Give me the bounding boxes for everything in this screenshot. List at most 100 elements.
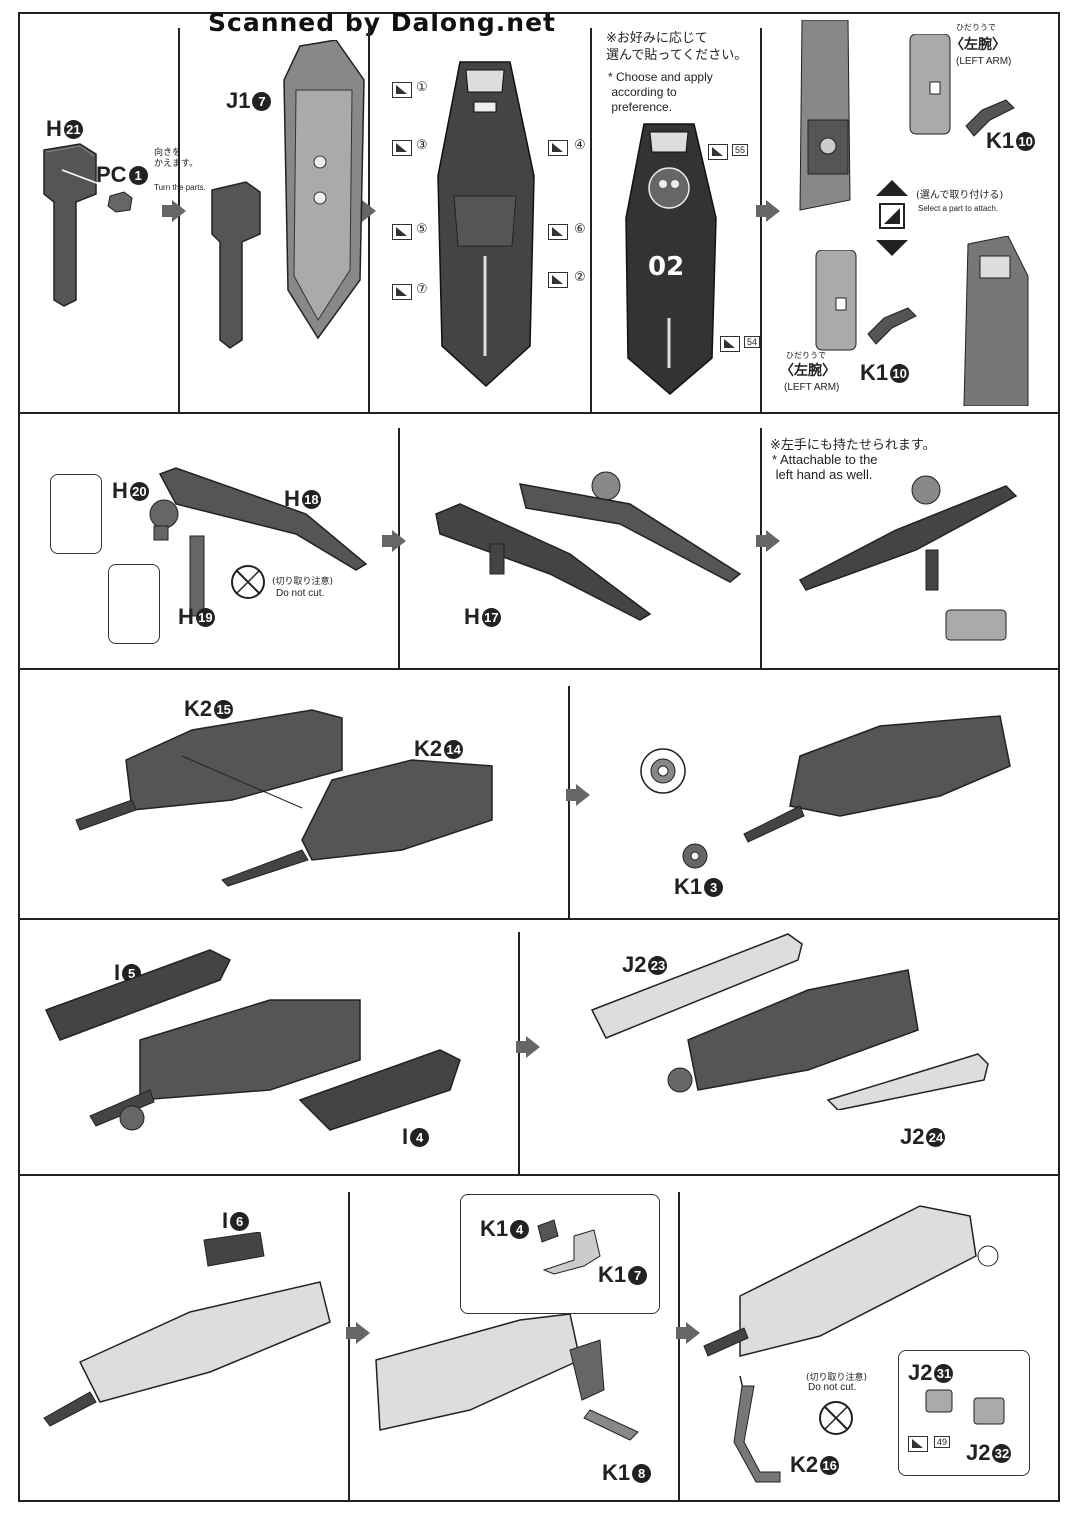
callout-k14-k17 xyxy=(460,1194,660,1314)
decal-number-49: 49 xyxy=(934,1436,951,1448)
decal-icon xyxy=(908,1436,928,1452)
cannon-panels-drawing xyxy=(590,933,989,1110)
left-arm-drawing xyxy=(909,34,951,135)
shield-side-drawing-lower xyxy=(963,236,1029,406)
do-not-cut-icon-2 xyxy=(819,1401,853,1435)
cut-warning-en-2: Do not cut. xyxy=(808,1382,857,1393)
decal-number-54: 54 xyxy=(744,336,761,348)
select-part-jp: (選んで取り付ける) xyxy=(916,190,1004,201)
cut-warning-en: Do not cut. xyxy=(276,588,325,599)
part-j231-j232-drawing xyxy=(925,1389,1005,1425)
decal-icon xyxy=(708,144,728,160)
left-arm-ruby: ひだりうで xyxy=(956,23,996,32)
cannon-assembled-drawing xyxy=(743,715,1011,843)
decal-icon xyxy=(392,140,412,156)
step-arrow xyxy=(162,200,186,222)
choose-note-en: * Choose and apply according to preferen… xyxy=(608,70,713,114)
step-arrow xyxy=(516,1036,540,1058)
callout-h20 xyxy=(50,474,102,554)
shield-side-drawing xyxy=(799,20,851,211)
part-k13-drawing xyxy=(682,843,708,869)
left-arm-drawing-lower xyxy=(815,250,857,351)
decal-number: ⑥ xyxy=(574,222,586,237)
step-row-2 xyxy=(20,414,1058,670)
shield-decaled-drawing xyxy=(625,123,717,395)
page-frame xyxy=(18,12,1060,1502)
cannon-side-parts-drawing xyxy=(44,949,461,1131)
rifle-assembly-drawing xyxy=(435,471,742,621)
decal-icon xyxy=(548,272,568,288)
scanner-watermark: Scanned by Dalong.net xyxy=(208,8,557,37)
divider xyxy=(518,932,520,1174)
left-arm-label-jp-lower: 〈左腕〉 xyxy=(780,363,836,379)
rifle-in-hand-drawing xyxy=(798,475,1018,641)
left-hand-note-en: * Attachable to the left hand as well. xyxy=(772,452,878,482)
step-arrow xyxy=(346,1322,370,1344)
step-arrow xyxy=(676,1322,700,1344)
part-j17-grip-drawing xyxy=(211,181,261,349)
step-arrow xyxy=(756,200,780,222)
cut-warning-jp: (切り取り注意) xyxy=(272,577,334,587)
divider xyxy=(348,1192,350,1500)
step-arrow xyxy=(382,530,406,552)
step-row-3 xyxy=(20,670,1058,920)
part-k216-drawing xyxy=(733,1385,781,1483)
shield-number-marking: 02 xyxy=(648,252,685,282)
left-arm-label-jp: 〈左腕〉 xyxy=(950,37,1006,53)
divider xyxy=(760,28,762,412)
do-not-cut-icon xyxy=(231,565,265,599)
part-pc1-drawing xyxy=(107,191,133,213)
divider xyxy=(568,686,570,918)
left-arm-ruby: ひだりうで xyxy=(786,351,826,360)
decal-number: ② xyxy=(574,270,586,285)
decal-icon xyxy=(720,336,740,352)
select-part-en: Select a part to attach. xyxy=(918,204,999,213)
step-arrow xyxy=(756,530,780,552)
cannon-grip-assembly-drawing xyxy=(375,1313,639,1441)
divider xyxy=(590,28,592,412)
decal-number: ③ xyxy=(416,138,428,153)
divider xyxy=(760,428,762,668)
decal-number: ① xyxy=(416,80,428,95)
polycap-detail-icon xyxy=(640,748,686,794)
decal-number-55: 55 xyxy=(732,144,749,156)
part-k14-k17-drawing xyxy=(537,1219,601,1275)
decal-icon xyxy=(548,140,568,156)
part-h21-drawing xyxy=(43,143,111,307)
cannon-with-i6-drawing xyxy=(43,1232,331,1427)
left-arm-label-en-lower: (LEFT ARM) xyxy=(784,382,840,393)
decal-number: ⑤ xyxy=(416,222,428,237)
decal-number: ④ xyxy=(574,138,586,153)
part-k110-drawing xyxy=(965,99,1015,137)
shield-front-drawing xyxy=(437,61,535,388)
rifle-top-drawing xyxy=(158,467,368,571)
decal-icon xyxy=(392,224,412,240)
decal-icon xyxy=(548,224,568,240)
step-row-4 xyxy=(20,920,1058,1176)
divider xyxy=(678,1192,680,1500)
left-hand-note-jp: ※左手にも持たせられます。 xyxy=(770,438,936,453)
part-k110-drawing-lower xyxy=(867,307,917,345)
part-h20-drawing xyxy=(149,499,179,541)
choose-note-jp: ※お好みに応じて 選んで貼ってください。 xyxy=(606,31,748,63)
step-arrow xyxy=(566,784,590,806)
